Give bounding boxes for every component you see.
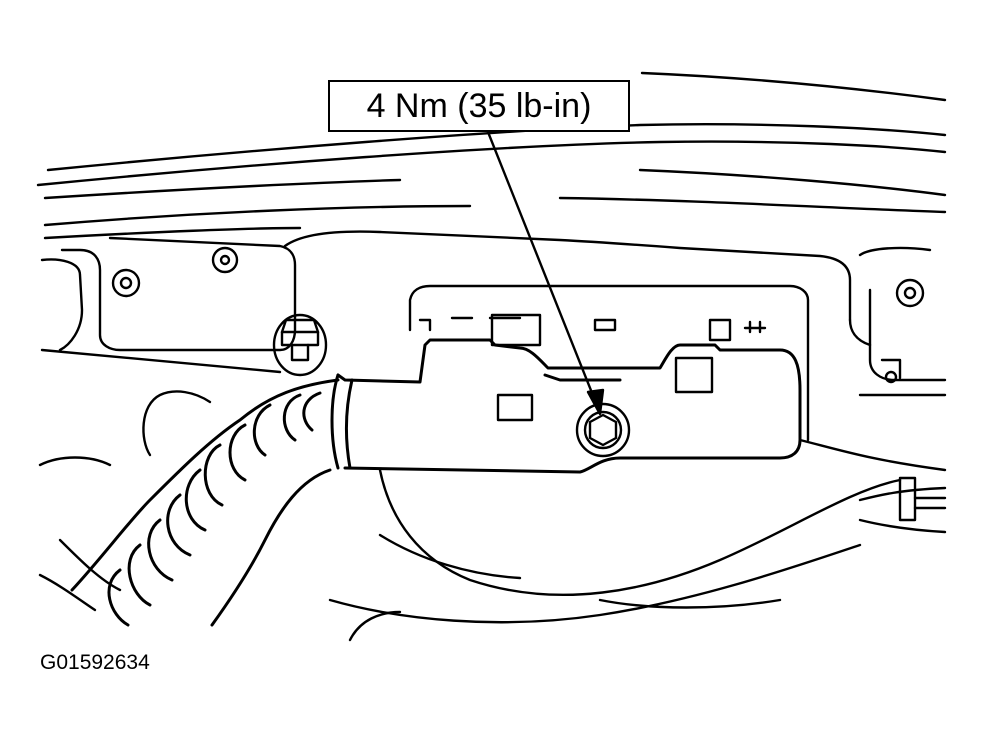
left-stud: [272, 313, 328, 377]
module-housing: [408, 284, 810, 442]
body-panel-lines: [36, 71, 947, 240]
mounting-holes: [111, 246, 925, 384]
torque-callout: 4 Nm (35 lb-in): [328, 80, 630, 132]
harness-shield: [330, 338, 802, 474]
wire-loom: [70, 378, 340, 627]
right-bracket: [848, 288, 947, 397]
callout-leader: [486, 130, 605, 416]
figure-id: G01592634: [40, 651, 150, 674]
lower-components: [38, 390, 947, 642]
left-bracket: [40, 230, 932, 374]
bolt: [575, 402, 631, 458]
